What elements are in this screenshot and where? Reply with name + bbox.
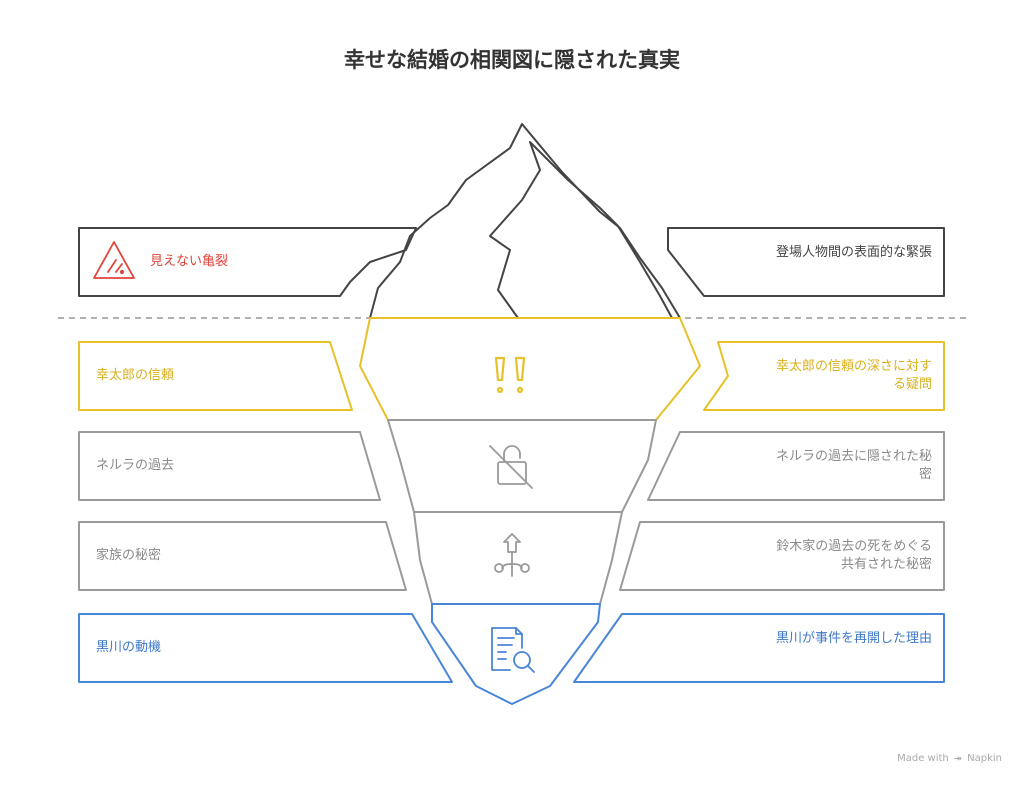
napkin-credit[interactable]: Made with ⯮ Napkin (897, 753, 1002, 764)
layer-4-iceberg-segment (413, 511, 623, 605)
document-search-icon (491, 627, 535, 673)
layer-2-left-band (78, 341, 353, 411)
layer-4-right-band (619, 521, 945, 591)
layer-3-iceberg-segment (387, 419, 657, 513)
layer-5-right-label: 黒川が事件を再開した理由 (775, 631, 932, 646)
made-with-text: Made with (897, 753, 949, 764)
layer-2-left-label: 幸太郎の信頼 (96, 368, 175, 383)
layer-1-left-band (78, 227, 417, 297)
layer-5-right-band (573, 613, 945, 683)
layer-1-right-label: 登場人物間の表面的な緊張 (775, 245, 932, 260)
layer-4-right-label: 鈴木家の過去の死をめぐる共有された秘密 (776, 539, 932, 572)
layer-3-right-label: ネルラの過去に隠された秘密 (775, 449, 932, 482)
double-exclamation-icon (494, 356, 526, 394)
layer-1-left-label: 見えない亀裂 (150, 254, 229, 269)
layer-5-left-band (78, 613, 453, 683)
layer-2-right-band (703, 341, 945, 411)
warning-icon (93, 241, 135, 279)
layer-4-left-band (78, 521, 407, 591)
layer-5-left-label: 黒川の動機 (96, 640, 162, 655)
napkin-brand-text: Napkin (967, 753, 1002, 764)
unlocked-lock-icon (489, 445, 533, 489)
layer-5 (78, 603, 945, 705)
layer-5-iceberg-segment (431, 603, 601, 705)
branching-arrows-icon (494, 533, 530, 577)
diagram-title: 幸せな結婚の相関図に隠された真実 (344, 48, 680, 72)
layer-3-right-band (647, 431, 945, 501)
layer-2-iceberg-segment (359, 317, 701, 421)
layer-3-left-label: ネルラの過去 (96, 458, 175, 473)
napkin-logo-icon: ⯮ (953, 753, 962, 764)
layer-3-left-band (78, 431, 381, 501)
layer-1-right-band (667, 227, 945, 297)
iceberg-peak (369, 123, 681, 319)
layer-1-bands (78, 227, 945, 297)
layer-4-left-label: 家族の秘密 (96, 548, 162, 563)
layer-2-right-label: 幸太郎の信頼の深さに対する疑問 (775, 359, 932, 392)
